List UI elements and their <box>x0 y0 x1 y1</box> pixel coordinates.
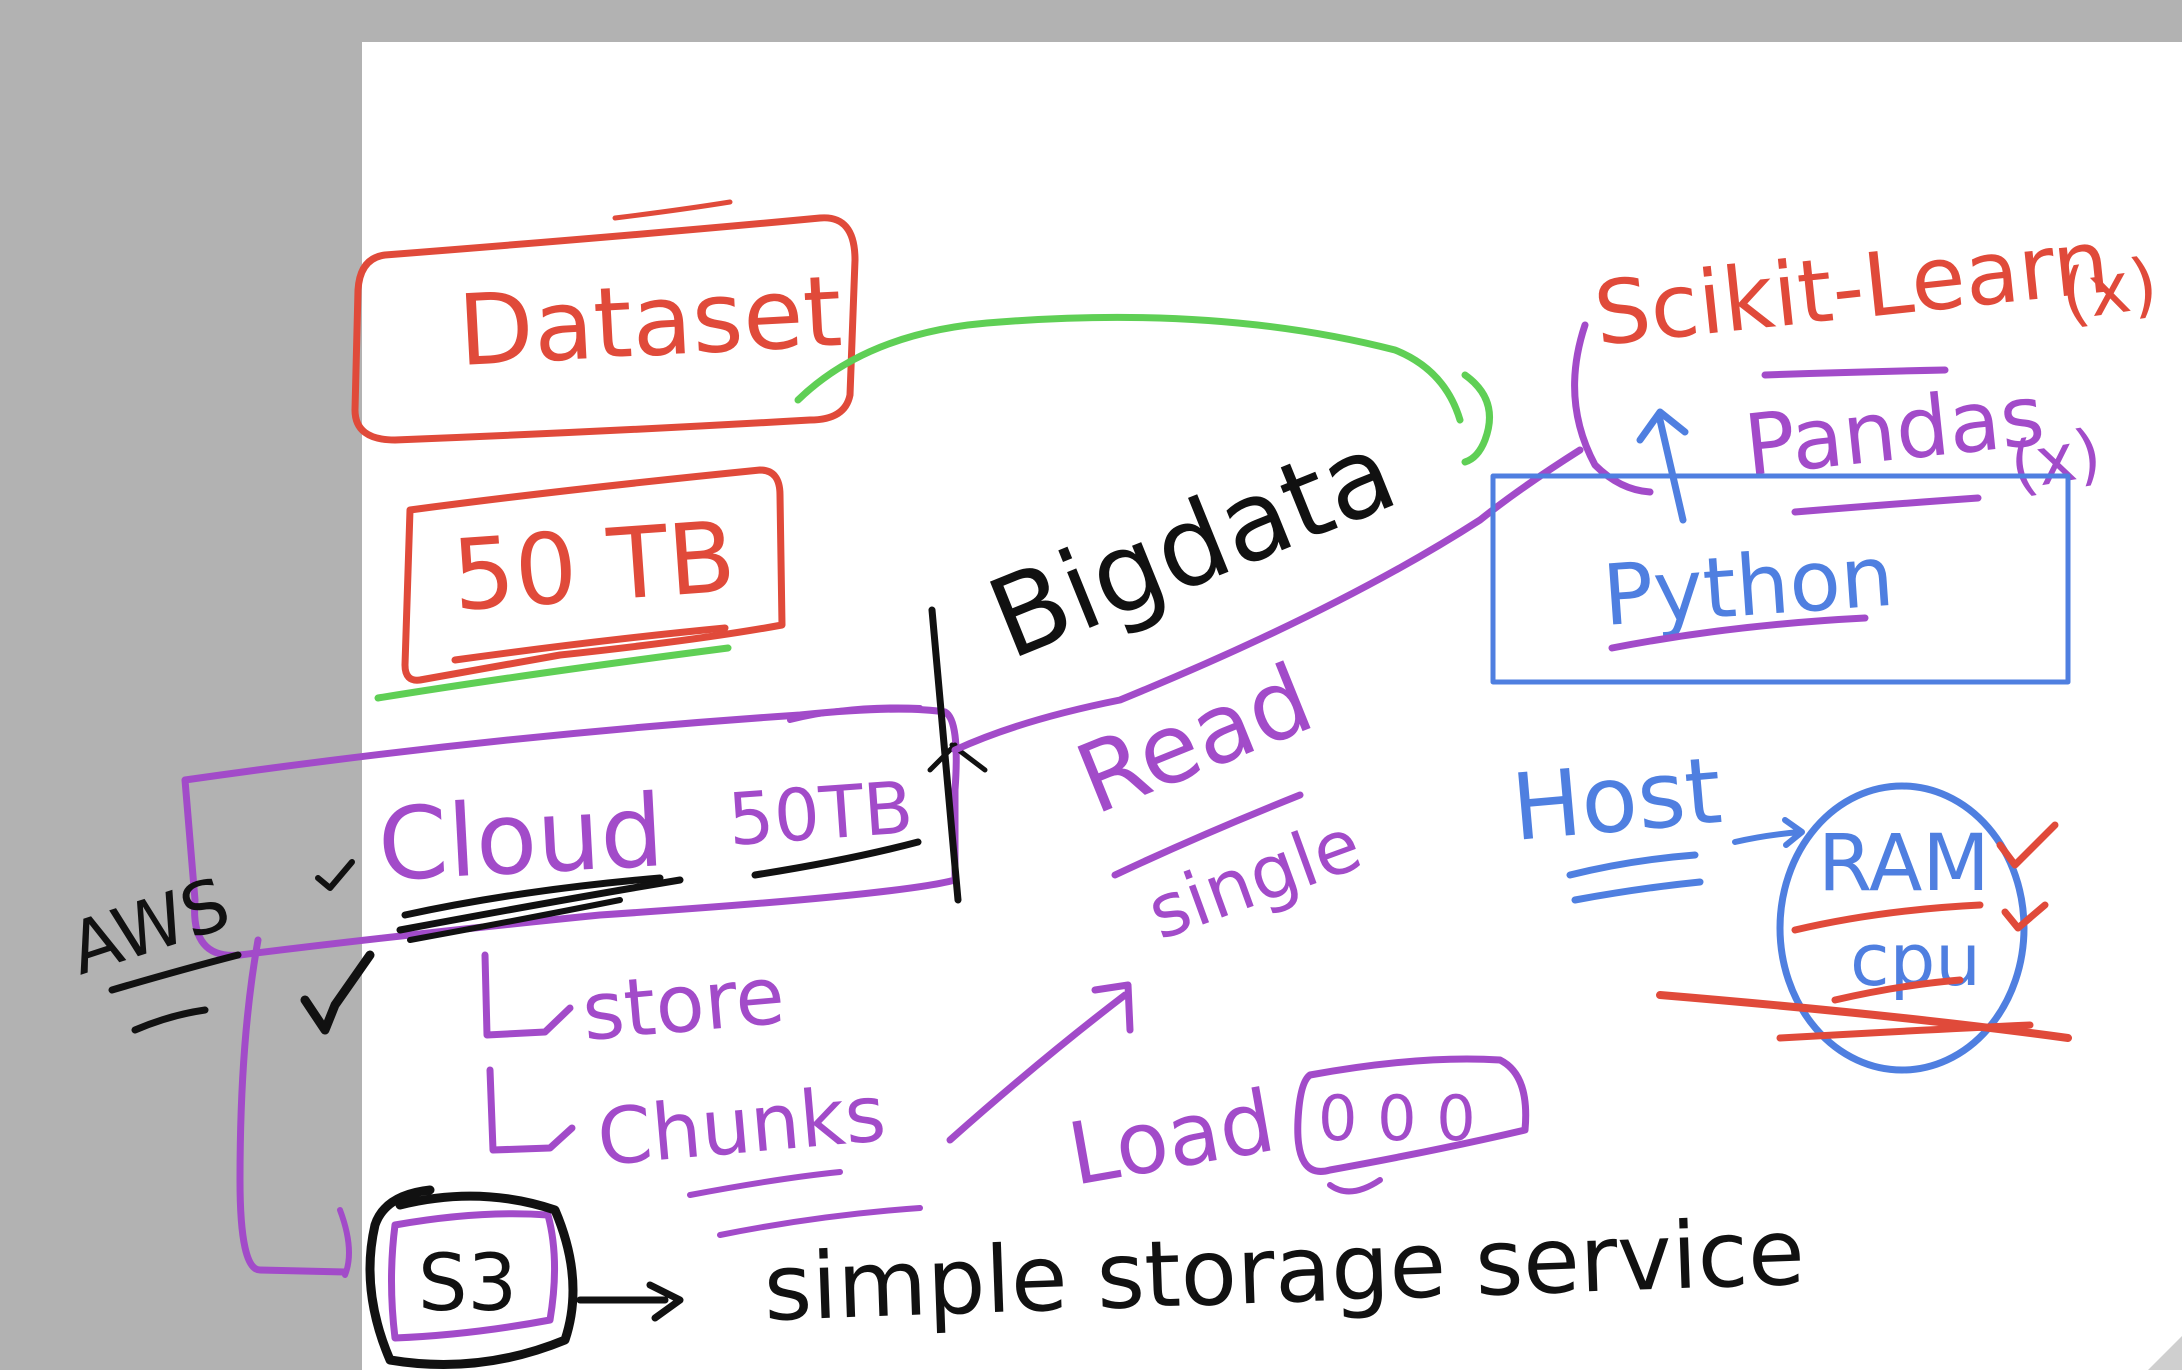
ram-cpu-strike-long-2 <box>1776 1021 2034 1042</box>
host-to-ram-arrow <box>1732 817 1805 848</box>
cloud-to-sklearn-arrow <box>951 446 1584 754</box>
load-arrow <box>946 981 1134 1144</box>
aws-underline-1 <box>108 951 242 994</box>
python-box <box>1490 473 2071 685</box>
s3-inner-box <box>388 1210 559 1342</box>
sklearn-underline <box>1761 366 1949 379</box>
dataset-box-top-stroke <box>612 199 733 221</box>
connector-bracket <box>1461 371 1493 466</box>
chunks-hook <box>486 1066 576 1154</box>
python-to-pandas-arrow <box>1636 408 1689 524</box>
size-box <box>401 466 786 684</box>
chunks-underline-1 <box>687 1169 843 1198</box>
s3-meaning-label: simple storage service <box>762 1199 1806 1342</box>
host-label: Host <box>1508 737 1726 862</box>
cloud-to-s3-bracket <box>236 936 349 1276</box>
cpu-check <box>2001 901 2049 932</box>
store-hook <box>481 951 574 1039</box>
whiteboard-page <box>362 42 2182 1370</box>
sklearn-mark: (x) <box>2056 242 2163 337</box>
sklearn-label: Scikit-Learn <box>1589 209 2113 365</box>
dots-box <box>1294 1055 1530 1175</box>
size-label: 50 TB <box>449 500 739 633</box>
ram-strike <box>1791 901 1984 934</box>
cloud-check-small <box>315 859 355 891</box>
read-underline <box>1111 791 1304 879</box>
size-underline <box>451 624 729 664</box>
cloud-size-label: 50TB <box>725 765 915 862</box>
dots-label: 0 0 0 <box>1318 1082 1476 1155</box>
cloud-underline-3 <box>407 897 623 943</box>
dots-box-tail <box>1327 1177 1383 1195</box>
pandas-underline <box>1791 494 1982 516</box>
host-underline-2 <box>1571 878 1704 904</box>
aws-label: AWS <box>59 861 239 991</box>
chunks-label: Chunks <box>594 1069 889 1184</box>
store-label: store <box>579 949 789 1059</box>
bigdata-label: Bigdata <box>972 407 1413 684</box>
single-label: single <box>1137 801 1372 957</box>
ram-check <box>1996 821 2059 869</box>
sklearn-bracket <box>1571 321 1654 496</box>
chunks-underline-2 <box>717 1205 923 1238</box>
cloud-size-underline <box>751 838 922 879</box>
ram-label: RAM <box>1818 819 1990 909</box>
host-underline-1 <box>1566 851 1699 879</box>
page-corner-fold <box>2148 1336 2182 1370</box>
s3-label: S3 <box>418 1239 517 1329</box>
dataset-label: Dataset <box>455 255 844 389</box>
cloud-check-large <box>300 950 375 1035</box>
s3-arrow <box>576 1281 684 1322</box>
size-green-underline <box>374 644 732 702</box>
ram-cpu-circle <box>1776 782 2028 1074</box>
cloud-underline-1 <box>401 874 664 919</box>
aws-underline-2 <box>131 1006 209 1034</box>
cloud-underline-2 <box>396 876 684 934</box>
dataset-to-sklearn-connector <box>794 313 1464 424</box>
pandas-mark: (x) <box>2004 414 2107 506</box>
python-underline <box>1608 614 1869 652</box>
cloud-box-top-stroke <box>787 704 923 723</box>
ram-cpu-strike-long-1 <box>1656 991 2072 1042</box>
s3-circle <box>365 1185 578 1369</box>
cpu-strike <box>1831 976 1964 1004</box>
load-label: Load <box>1061 1071 1282 1205</box>
cloud-to-s3-bracket-tail <box>337 1207 352 1278</box>
dataset-box <box>351 214 859 444</box>
